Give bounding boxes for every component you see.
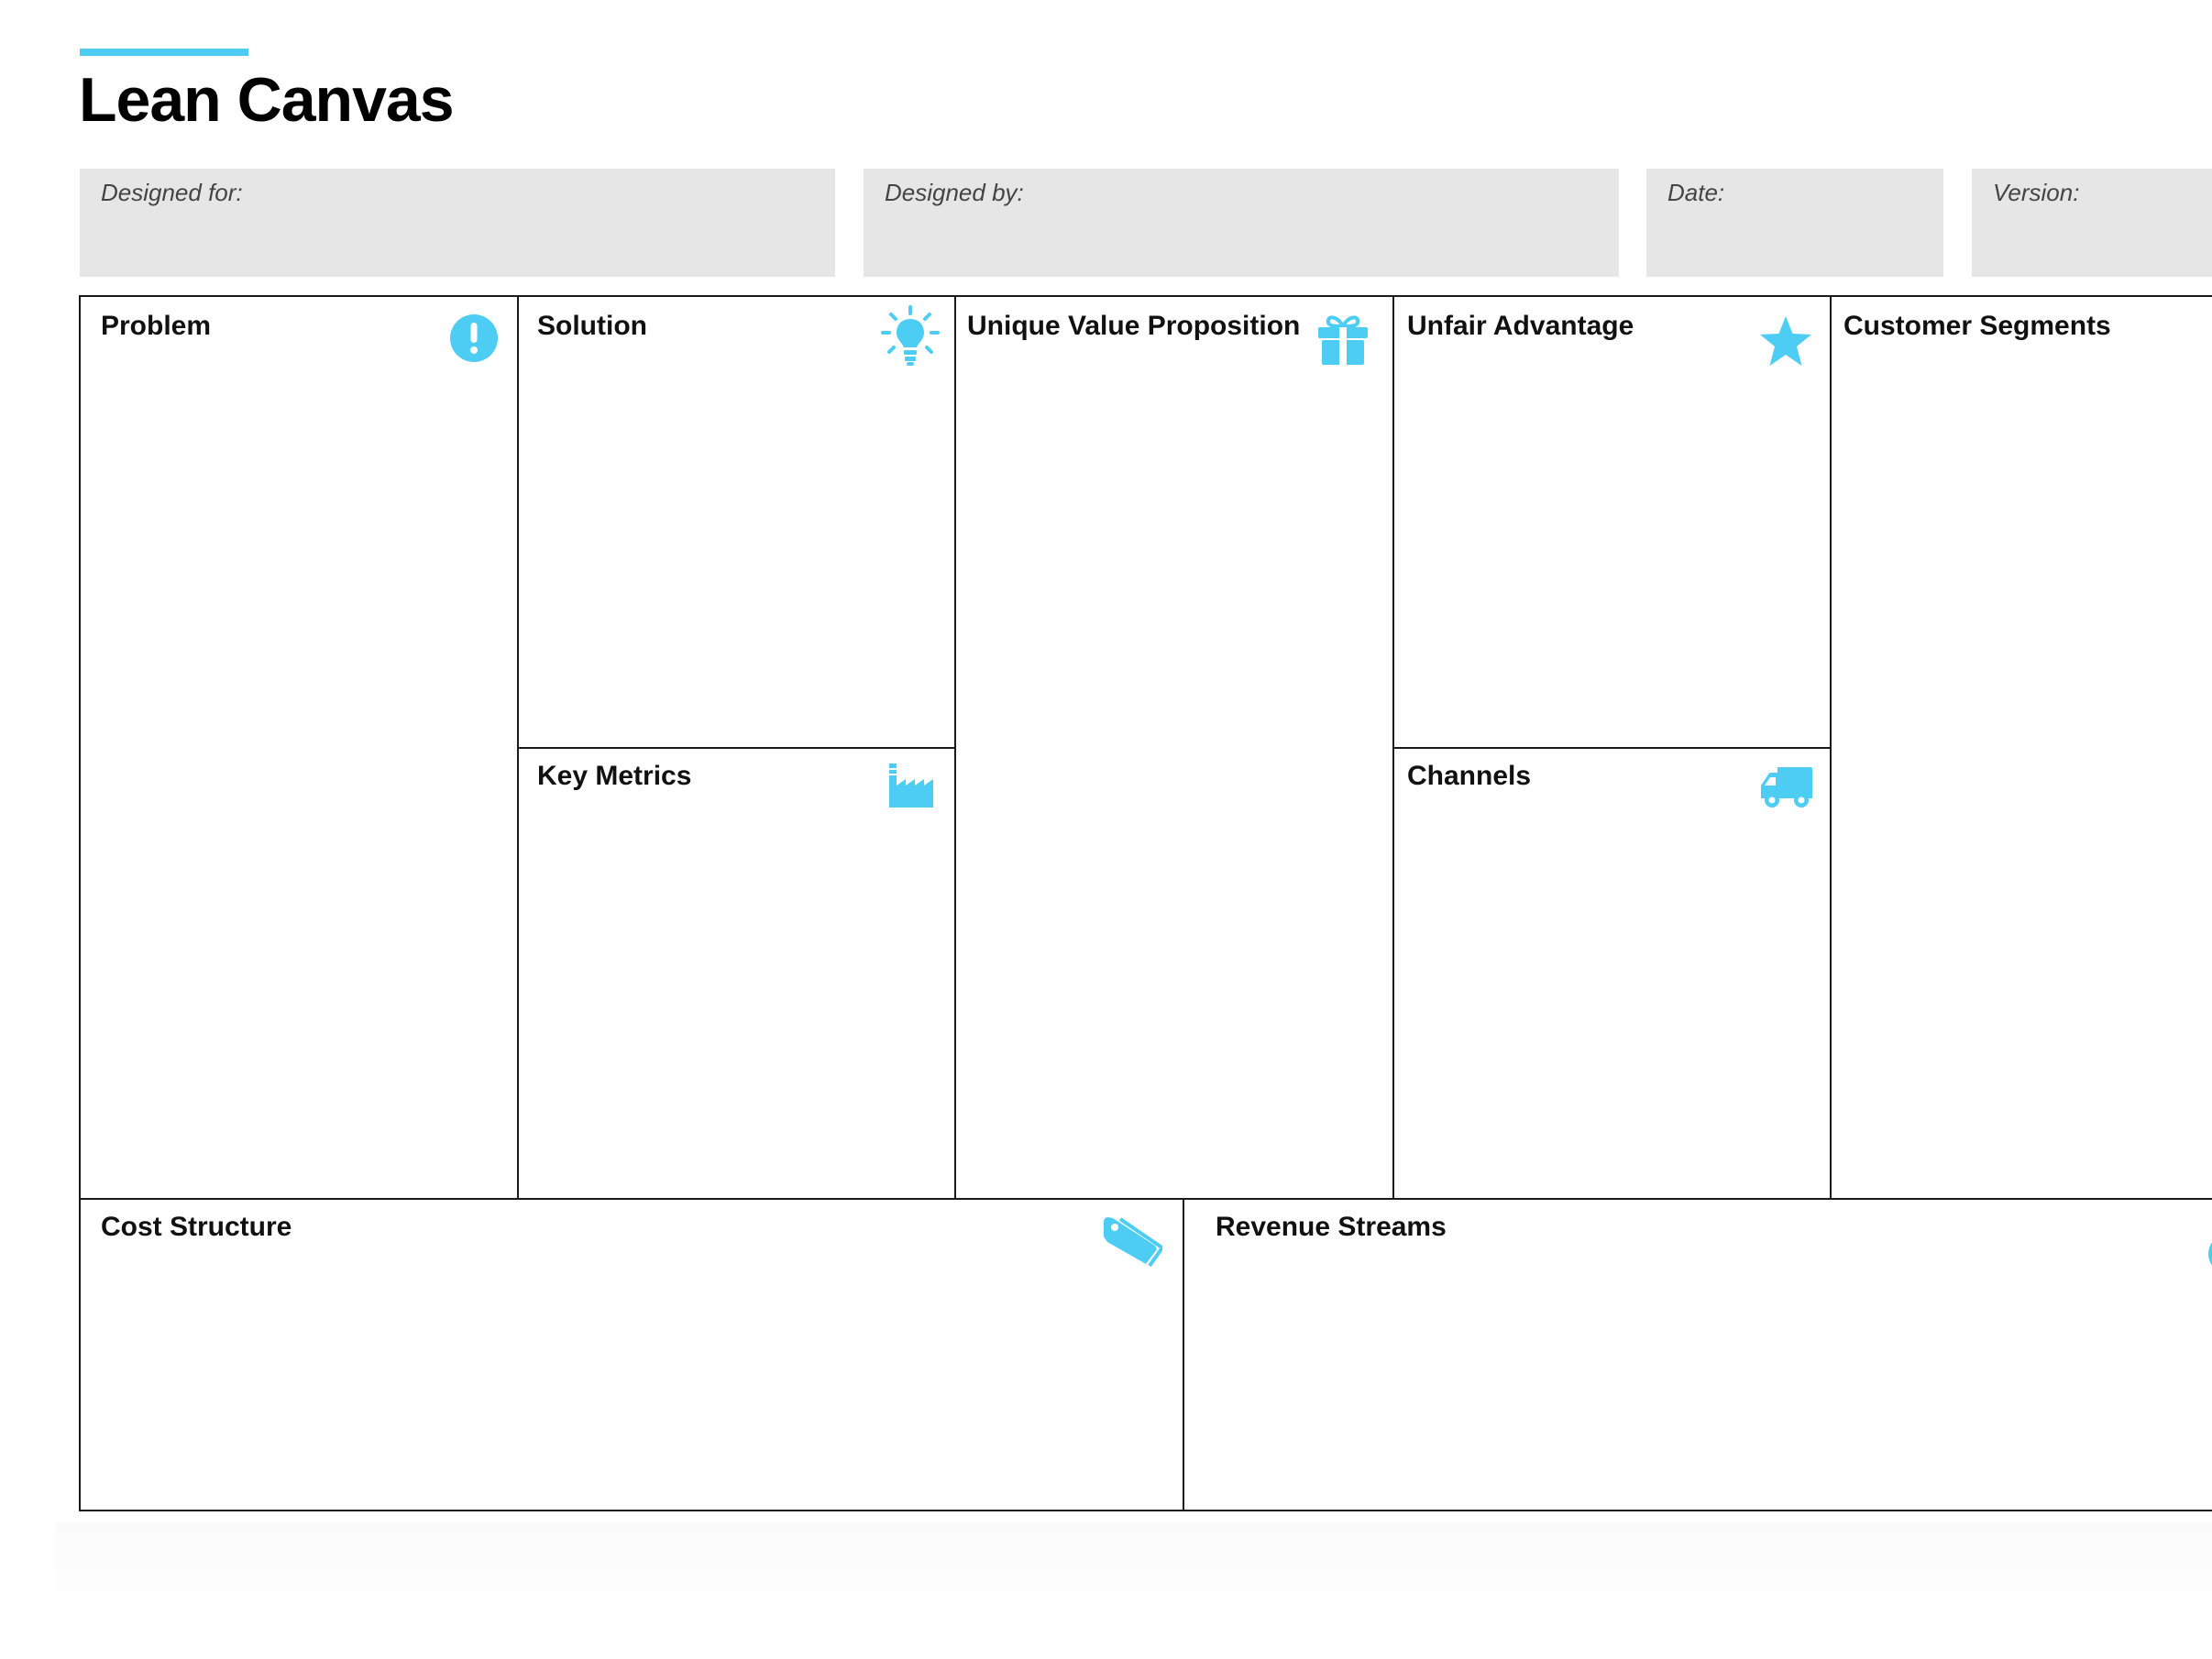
page-title: Lean Canvas (79, 65, 455, 135)
date-field[interactable]: Date: (1646, 169, 1943, 277)
factory-icon (887, 762, 935, 809)
title-accent-bar (80, 49, 248, 56)
section-unique-value-proposition[interactable]: Unique Value Proposition (954, 297, 1394, 1200)
bottom-fade (55, 1522, 2212, 1632)
section-cost-structure-title: Cost Structure (101, 1212, 292, 1242)
section-channels-title: Channels (1407, 761, 1532, 791)
version-field[interactable]: Version: (1972, 169, 2212, 277)
designed-for-label: Designed for: (101, 179, 243, 206)
section-revenue-streams[interactable]: Revenue Streams (1183, 1198, 2212, 1511)
lean-canvas-grid: Problem Solution (79, 295, 2212, 1511)
section-problem[interactable]: Problem (81, 297, 519, 1200)
designed-by-field[interactable]: Designed by: (864, 169, 1619, 277)
section-uvp-title: Unique Value Proposition (967, 311, 1301, 341)
coin-icon (2206, 1231, 2212, 1277)
section-unfair-advantage-title: Unfair Advantage (1407, 311, 1634, 341)
section-key-metrics[interactable]: Key Metrics (517, 747, 956, 1200)
section-solution[interactable]: Solution (517, 297, 956, 749)
section-revenue-streams-title: Revenue Streams (1216, 1212, 1447, 1242)
version-label: Version: (1993, 179, 2080, 206)
lightbulb-icon (880, 305, 941, 368)
section-solution-title: Solution (537, 311, 647, 341)
section-cost-structure[interactable]: Cost Structure (81, 1198, 1184, 1511)
section-unfair-advantage[interactable]: Unfair Advantage (1392, 297, 1832, 749)
designed-for-field[interactable]: Designed for: (80, 169, 835, 277)
section-customer-segments-title: Customer Segments (1843, 311, 2111, 341)
gift-icon (1315, 312, 1370, 367)
section-channels[interactable]: Channels (1392, 747, 1832, 1200)
truck-icon (1759, 764, 1814, 811)
price-tag-icon (1102, 1216, 1162, 1268)
exclamation-circle-icon (448, 313, 500, 364)
date-label: Date: (1667, 179, 1725, 206)
section-customer-segments[interactable]: Customer Segments (1830, 297, 2212, 1200)
star-icon (1758, 314, 1813, 368)
designed-by-label: Designed by: (885, 179, 1024, 206)
section-problem-title: Problem (101, 311, 212, 341)
section-key-metrics-title: Key Metrics (537, 761, 692, 791)
